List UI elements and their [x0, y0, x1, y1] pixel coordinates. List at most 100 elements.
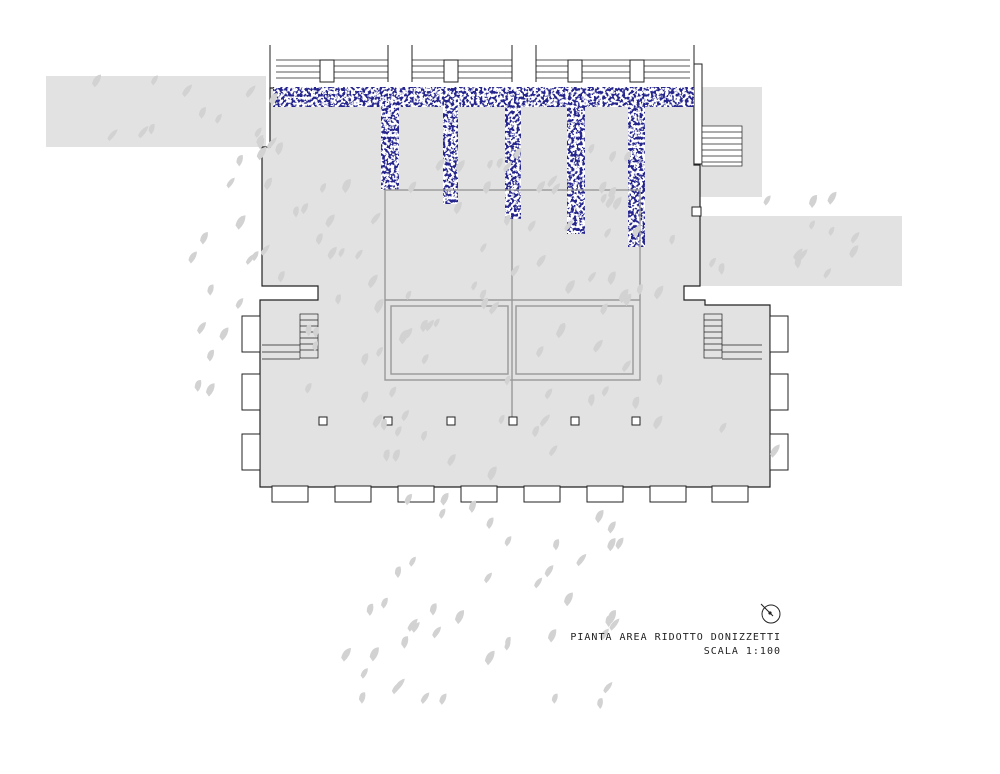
person-silhouette [536, 346, 544, 358]
person-silhouette [718, 263, 725, 275]
person-silhouette [564, 592, 573, 607]
person-silhouette [429, 603, 437, 616]
person-silhouette [793, 248, 803, 260]
person-silhouette [763, 195, 771, 206]
person-silhouette [482, 181, 491, 195]
person-silhouette [256, 134, 264, 145]
person-silhouette [505, 636, 511, 647]
person-silhouette [300, 203, 309, 215]
person-silhouette [604, 228, 611, 239]
person-silhouette [551, 183, 561, 195]
person-silhouette [359, 692, 366, 704]
person-silhouette [484, 572, 492, 584]
person-silhouette [544, 388, 553, 400]
person-silhouette [293, 206, 299, 218]
person-silhouette [548, 629, 557, 643]
person-silhouette [360, 668, 368, 679]
outdoor-strip-left [46, 76, 266, 147]
plan-scale: SCALA 1:100 [703, 646, 781, 657]
person-silhouette [565, 280, 575, 295]
person-silhouette [607, 521, 616, 534]
person-silhouette [599, 628, 609, 641]
person-silhouette [256, 146, 267, 161]
person-silhouette [254, 127, 262, 138]
person-silhouette [487, 466, 497, 481]
person-silhouette [603, 682, 613, 694]
person-silhouette [200, 232, 208, 245]
person-silhouette [245, 253, 255, 265]
person-silhouette [481, 297, 489, 310]
person-silhouette [408, 181, 417, 194]
person-silhouette [823, 268, 832, 279]
person-silhouette [404, 493, 412, 506]
person-silhouette [315, 233, 323, 245]
person-silhouette [809, 194, 818, 209]
person-silhouette [618, 288, 629, 304]
person-silhouette [532, 425, 540, 438]
person-silhouette [849, 245, 859, 259]
person-silhouette [510, 265, 520, 277]
person-silhouette [409, 556, 416, 567]
person-silhouette [264, 177, 273, 191]
person-silhouette [376, 346, 383, 358]
people-silhouettes [92, 74, 860, 710]
person-silhouette [148, 123, 155, 135]
person-silhouette [420, 319, 428, 333]
person-silhouette [504, 536, 512, 547]
person-silhouette [656, 374, 663, 386]
person-silhouette [595, 509, 604, 524]
person-silhouette [597, 698, 603, 710]
facade-pillars [319, 59, 645, 83]
north-arrow-icon [760, 603, 781, 624]
person-silhouette [407, 618, 418, 632]
person-silhouette [380, 419, 387, 431]
person-silhouette [92, 74, 102, 88]
person-silhouette [435, 158, 445, 172]
person-silhouette [327, 246, 337, 260]
person-silhouette [608, 151, 617, 163]
person-silhouette [305, 324, 312, 337]
columns [318, 206, 702, 426]
person-silhouette [601, 386, 609, 397]
person-silhouette [266, 137, 277, 150]
person-silhouette [453, 201, 462, 215]
person-silhouette [107, 129, 118, 142]
person-silhouette [527, 220, 536, 232]
person-silhouette [398, 329, 409, 345]
person-silhouette [275, 142, 283, 156]
person-silhouette [607, 538, 616, 552]
person-silhouette [392, 449, 400, 462]
person-silhouette [433, 318, 440, 328]
person-silhouette [421, 354, 429, 365]
person-silhouette [479, 289, 487, 301]
person-silhouette [440, 492, 449, 506]
person-silhouette [361, 353, 369, 366]
person-silhouette [503, 161, 513, 173]
person-silhouette [372, 414, 383, 429]
person-silhouette [669, 234, 675, 245]
right-side-staircase [703, 313, 762, 360]
person-silhouette [496, 158, 503, 169]
person-silhouette [588, 143, 595, 154]
person-silhouette [420, 431, 427, 442]
person-silhouette [369, 647, 379, 662]
person-silhouette [553, 539, 560, 551]
person-silhouette [338, 248, 345, 258]
person-silhouette [439, 693, 447, 705]
person-silhouette [623, 151, 632, 163]
person-silhouette [370, 212, 381, 225]
person-silhouette [608, 186, 617, 200]
person-silhouette [319, 183, 327, 193]
person-silhouette [547, 175, 558, 188]
person-silhouette [632, 225, 641, 238]
person-silhouette [325, 214, 335, 228]
person-silhouette [564, 220, 574, 232]
person-silhouette [245, 85, 256, 98]
person-silhouette [587, 271, 597, 283]
person-silhouette [438, 508, 446, 519]
person-silhouette [381, 597, 388, 609]
person-silhouette [226, 177, 235, 189]
person-silhouette [504, 375, 511, 386]
person-silhouette [366, 603, 374, 616]
